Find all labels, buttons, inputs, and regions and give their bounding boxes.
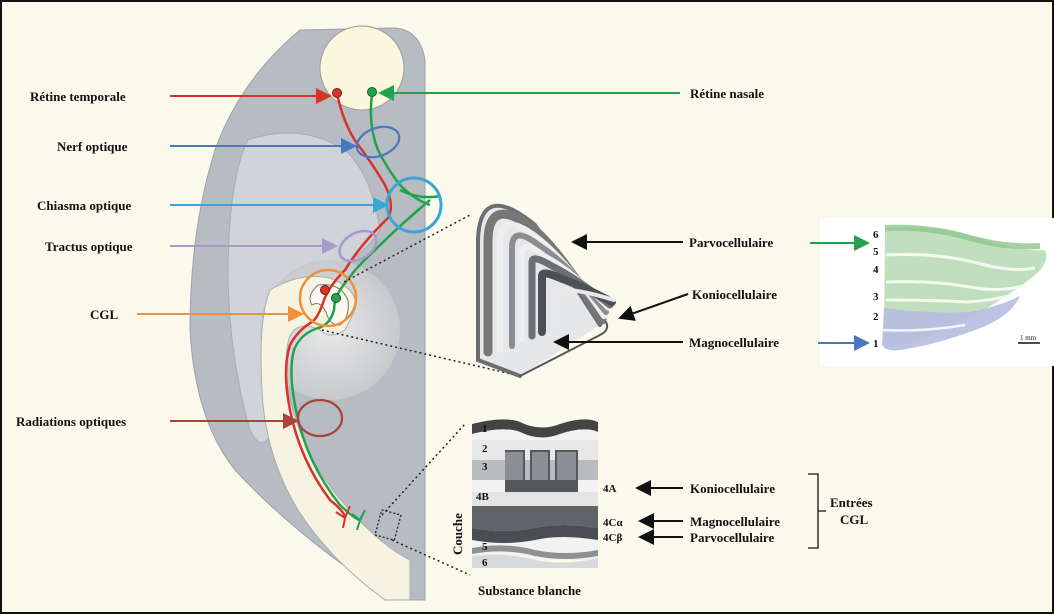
cortex-layer-1: 1	[482, 423, 488, 435]
label-substance-blanche: Substance blanche	[478, 583, 581, 598]
label-cortex-konio: Koniocellulaire	[690, 481, 775, 496]
histology-layer-5: 5	[873, 246, 879, 258]
cgl-cell-red	[321, 286, 330, 295]
cortex-layers-diagram: 1 2 3 4B 5 6 4A 4Cα 4Cβ	[472, 419, 623, 569]
histology-scale-label: 1 mm	[1020, 334, 1037, 342]
arrow-cgl-konio	[620, 294, 688, 318]
cortex-layer-3: 3	[482, 461, 488, 473]
cgl-layers-diagram	[478, 206, 614, 376]
cortex-layer-4b: 4B	[476, 491, 490, 503]
histology-layer-3: 3	[873, 291, 879, 303]
cortex-layer-5: 5	[482, 541, 488, 553]
inputs-bracket	[808, 474, 826, 548]
label-entrees: Entrées	[830, 495, 873, 510]
label-cgl: CGL	[90, 307, 119, 322]
label-chiasma-optique: Chiasma optique	[37, 198, 131, 213]
label-tractus-optique: Tractus optique	[45, 239, 133, 254]
label-radiations-optiques: Radiations optiques	[16, 414, 126, 429]
label-cortex-magno: Magnocellulaire	[690, 514, 780, 529]
label-retine-temporale: Rétine temporale	[30, 89, 126, 104]
label-retine-nasale: Rétine nasale	[690, 86, 764, 101]
label-cgl-konio: Koniocellulaire	[692, 287, 777, 302]
temporal-retina-cell	[333, 89, 342, 98]
label-entrees-cgl: CGL	[840, 512, 869, 527]
label-nerf-optique: Nerf optique	[57, 139, 128, 154]
nasal-retina-cell	[368, 88, 377, 97]
histology-layer-6: 6	[873, 229, 879, 241]
cortex-layer-6: 6	[482, 557, 488, 569]
cortex-label-4a: 4A	[603, 483, 617, 495]
label-cgl-parvo: Parvocellulaire	[689, 235, 773, 250]
histology-layer-4: 4	[873, 264, 879, 276]
label-couche: Couche	[450, 513, 465, 555]
eye	[320, 26, 404, 110]
histology-layer-2: 2	[873, 311, 879, 323]
cgl-cell-green	[332, 294, 341, 303]
cortex-label-4cbeta: 4Cβ	[603, 532, 622, 544]
histology-layer-1: 1	[873, 338, 879, 350]
label-cgl-magno: Magnocellulaire	[689, 335, 779, 350]
cortex-layer-2: 2	[482, 443, 488, 455]
cortex-label-4calpha: 4Cα	[603, 517, 623, 529]
label-cortex-parvo: Parvocellulaire	[690, 530, 774, 545]
